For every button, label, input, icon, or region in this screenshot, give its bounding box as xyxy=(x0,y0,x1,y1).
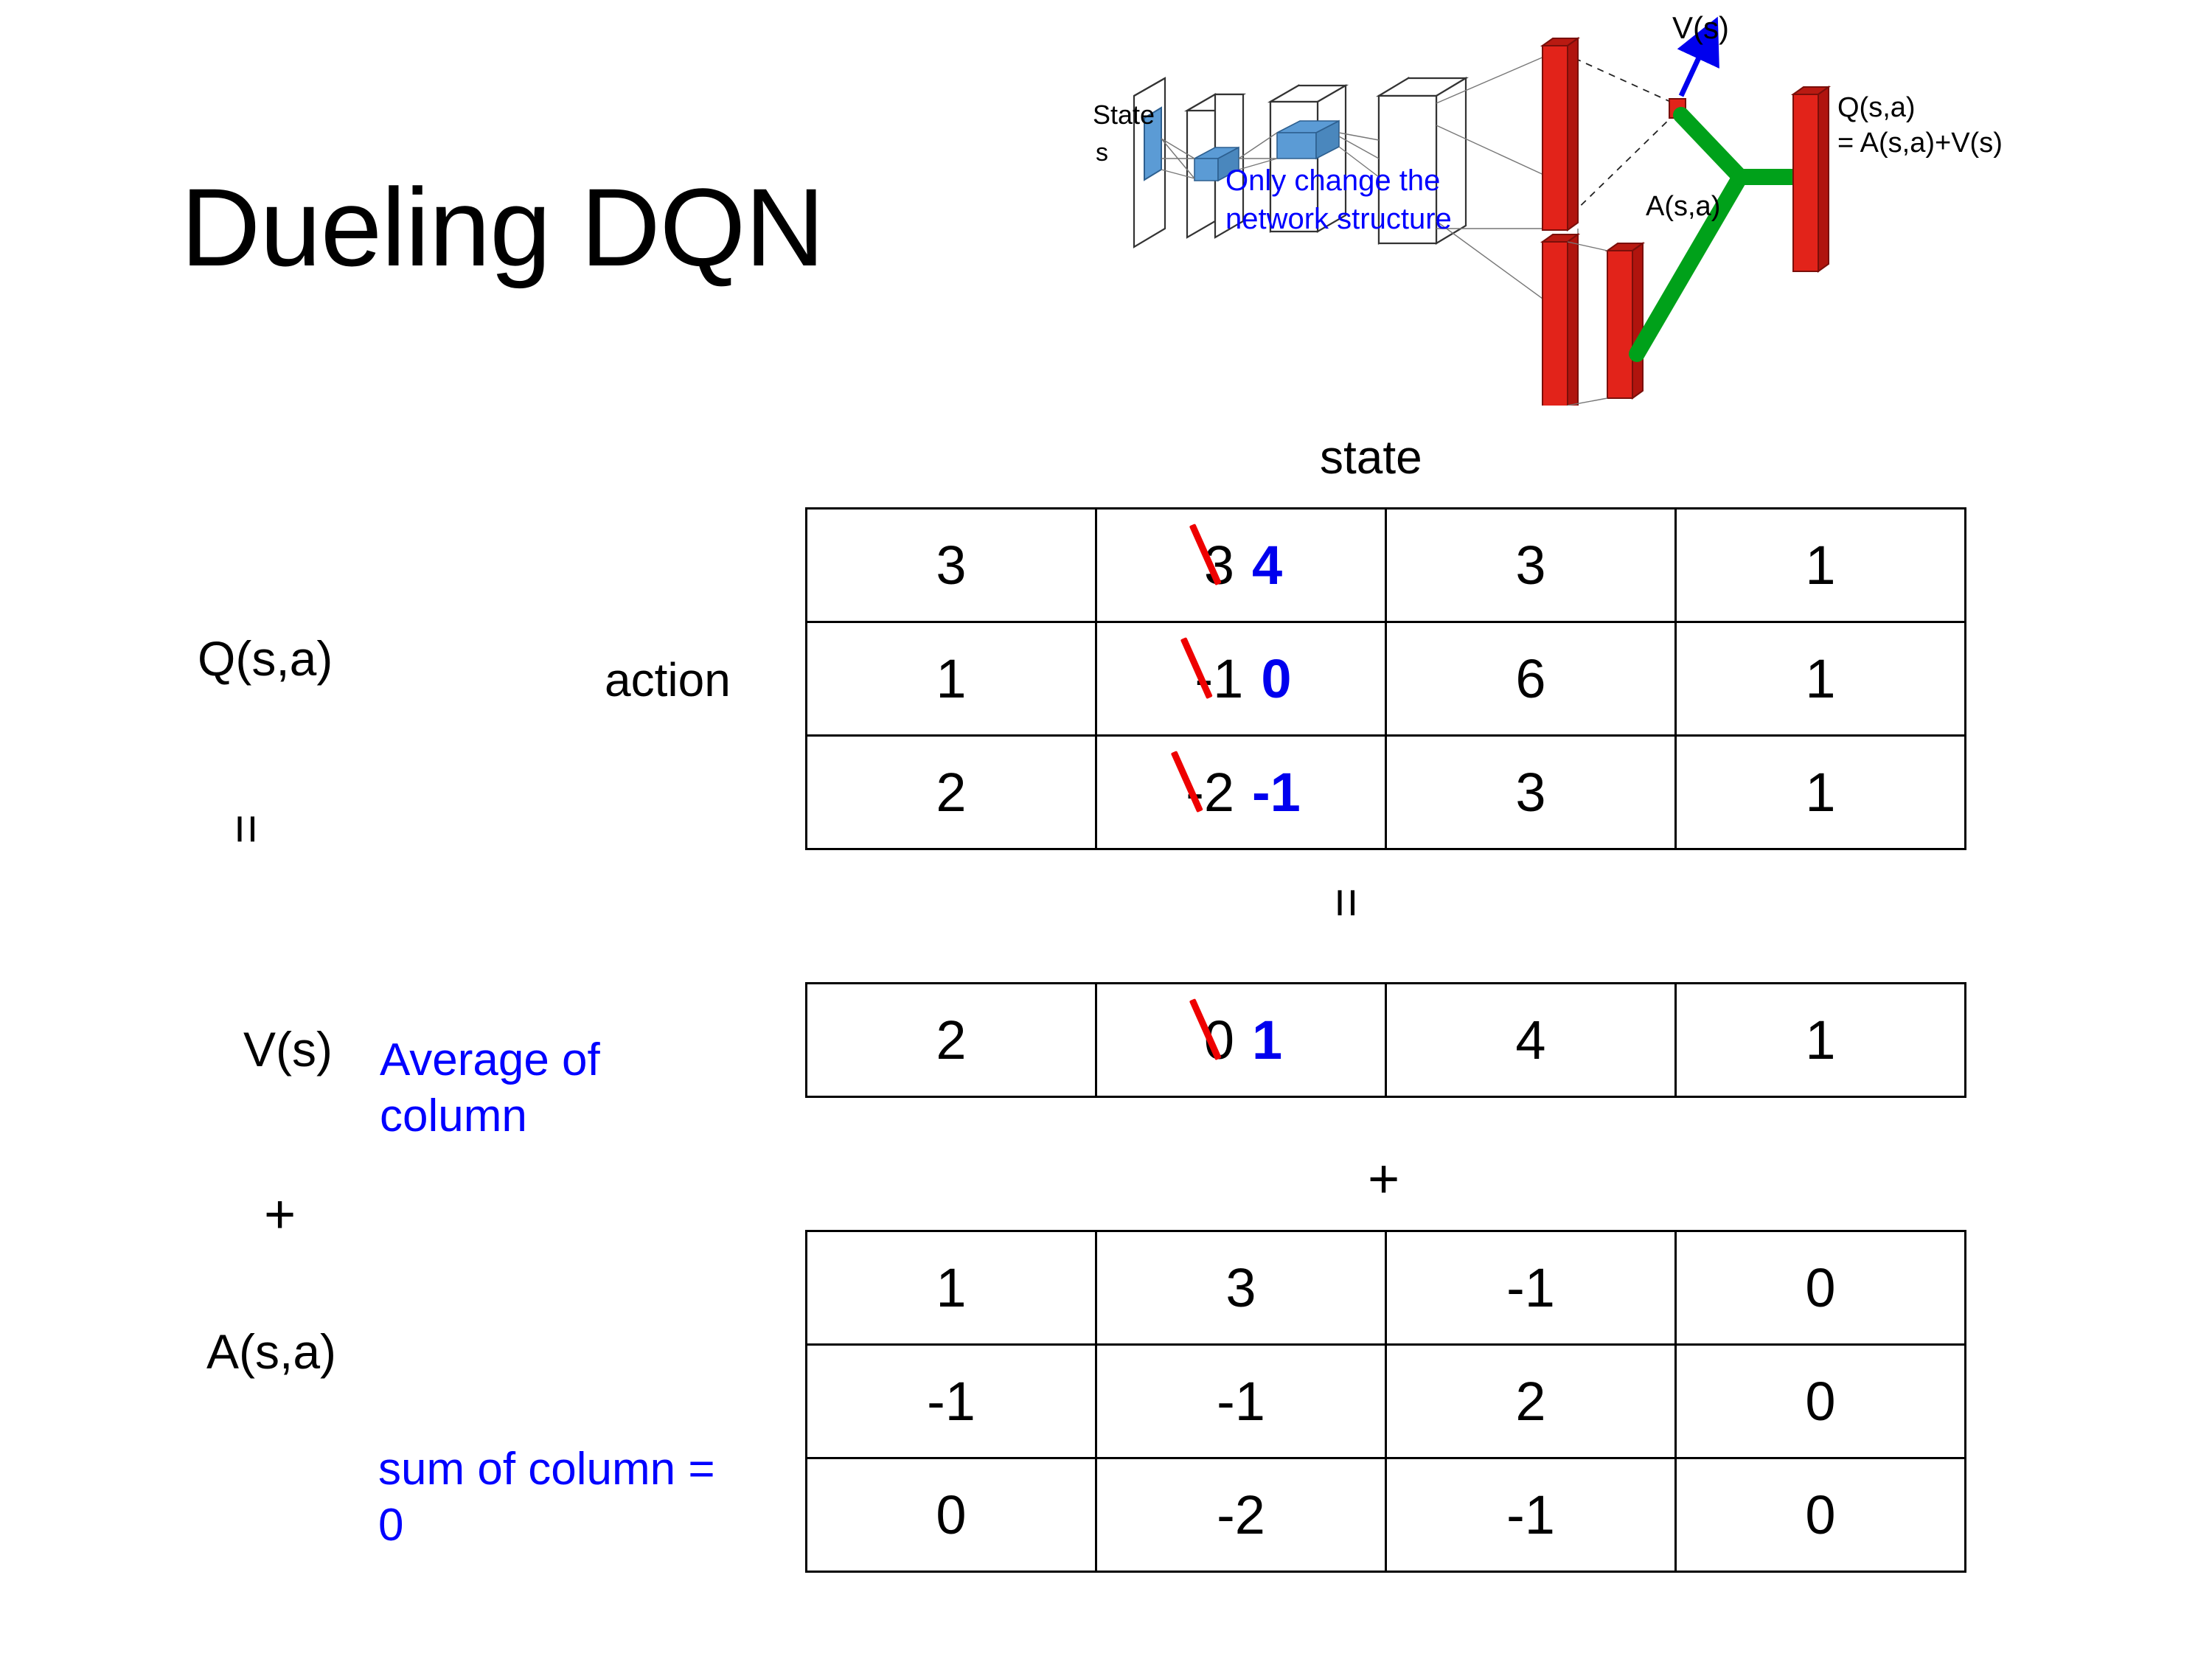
average-of-column-note: Average of column xyxy=(380,1034,600,1141)
table-cell[interactable]: 1 xyxy=(805,1230,1097,1346)
corrected-value: 0 xyxy=(1261,648,1292,709)
cell-value: 3 xyxy=(1515,535,1546,596)
figure-qsa-formula: = A(s,a)+V(s) xyxy=(1837,128,2003,159)
advantage-value-table: 1 3 -1 0 -1 -1 2 0 0 -2 -1 0 xyxy=(805,1230,1966,1573)
table-cell[interactable]: -1 xyxy=(1385,1457,1677,1573)
cell-value: -1 xyxy=(1217,1371,1265,1432)
sum-of-column-note: sum of column = 0 xyxy=(378,1444,715,1551)
cell-value: 1 xyxy=(1805,648,1836,709)
table-cell[interactable]: 0 xyxy=(1674,1457,1966,1573)
page-title: Dueling DQN xyxy=(181,165,825,289)
table-cell[interactable]: 0 xyxy=(1674,1230,1966,1346)
corrected-value: -1 xyxy=(1252,762,1301,823)
cell-value: -2 xyxy=(1217,1484,1265,1545)
table-row: 0 -2 -1 0 xyxy=(805,1457,1966,1573)
figure-qsa-label: Q(s,a) xyxy=(1837,92,1916,123)
table-cell[interactable]: 1 xyxy=(1674,621,1966,737)
figure-caption-line2: network structure xyxy=(1225,203,1452,235)
cell-value: 2 xyxy=(1515,1371,1546,1432)
cell-value: 0 xyxy=(1805,1257,1836,1318)
table-cell[interactable]: -1 xyxy=(805,1343,1097,1459)
table-cell[interactable]: 4 xyxy=(1385,982,1677,1098)
cell-value: 3 xyxy=(1515,762,1546,823)
cell-value: 3 xyxy=(936,535,967,596)
v-function-label: V(s) xyxy=(243,1022,333,1077)
plus-sign-left: + xyxy=(264,1183,296,1245)
table-cell[interactable]: 2 xyxy=(805,734,1097,850)
cell-value: 1 xyxy=(1805,1009,1836,1071)
dueling-network-figure: V(s) Q(s,a) = A(s,a)+V(s) A(s,a) State s… xyxy=(1091,7,2197,406)
equals-sign-left: = xyxy=(218,814,276,844)
cell-value: 0 xyxy=(1805,1371,1836,1432)
table-cell[interactable]: 3 xyxy=(1095,1230,1387,1346)
figure-state-sublabel: s xyxy=(1096,139,1108,167)
cell-value: 1 xyxy=(936,648,967,709)
cell-value: 6 xyxy=(1515,648,1546,709)
equals-sign-middle: = xyxy=(1318,888,1376,918)
cell-value: -1 xyxy=(1506,1257,1555,1318)
corrected-value: 4 xyxy=(1252,535,1283,596)
table-cell[interactable]: -2-1 xyxy=(1095,734,1387,850)
table-row: 2 -2-1 3 1 xyxy=(805,734,1966,850)
plus-sign-middle: + xyxy=(1368,1148,1400,1209)
table-cell[interactable]: -1 xyxy=(1385,1230,1677,1346)
table-row: 1 3 -1 0 xyxy=(805,1230,1966,1346)
table-cell[interactable]: 1 xyxy=(805,621,1097,737)
table-cell[interactable]: 2 xyxy=(805,982,1097,1098)
cell-value: -1 xyxy=(1506,1484,1555,1545)
cell-value: 0 xyxy=(1805,1484,1836,1545)
cell-value: 1 xyxy=(1805,762,1836,823)
cell-value: 2 xyxy=(936,1009,967,1071)
struck-value: -1 xyxy=(1191,647,1248,710)
table-cell[interactable]: 1 xyxy=(1674,982,1966,1098)
figure-asa-label: A(s,a) xyxy=(1646,191,1720,222)
cell-value: 4 xyxy=(1515,1009,1546,1071)
table-cell[interactable]: 6 xyxy=(1385,621,1677,737)
action-axis-label: action xyxy=(605,653,731,706)
cell-value: 0 xyxy=(936,1484,967,1545)
table-cell[interactable]: 1 xyxy=(1674,734,1966,850)
cell-value: 3 xyxy=(1225,1257,1256,1318)
corrected-cell: -2-1 xyxy=(1097,761,1385,824)
table-cell[interactable]: 1 xyxy=(1674,507,1966,623)
cell-value: -1 xyxy=(927,1371,975,1432)
table-cell[interactable]: -1 xyxy=(1095,1343,1387,1459)
struck-value: -2 xyxy=(1181,761,1239,824)
state-axis-label: state xyxy=(1320,431,1422,484)
cell-value: 2 xyxy=(936,762,967,823)
table-cell[interactable]: 3 xyxy=(1385,507,1677,623)
corrected-value: 1 xyxy=(1252,1009,1283,1071)
figure-vs-label: V(s) xyxy=(1672,10,1729,45)
table-row: -1 -1 2 0 xyxy=(805,1343,1966,1459)
table-cell[interactable]: 2 xyxy=(1385,1343,1677,1459)
cell-value: 1 xyxy=(936,1257,967,1318)
struck-value: 0 xyxy=(1200,1009,1239,1071)
table-cell[interactable]: 3 xyxy=(1385,734,1677,850)
table-cell[interactable]: 0 xyxy=(1674,1343,1966,1459)
q-function-label: Q(s,a) xyxy=(198,631,333,686)
table-cell[interactable]: 0 xyxy=(805,1457,1097,1573)
a-function-label: A(s,a) xyxy=(206,1324,337,1379)
table-cell[interactable]: 3 xyxy=(805,507,1097,623)
struck-value: 3 xyxy=(1200,534,1239,597)
table-cell[interactable]: -2 xyxy=(1095,1457,1387,1573)
figure-caption-line1: Only change the xyxy=(1225,164,1440,197)
cell-value: 1 xyxy=(1805,535,1836,596)
figure-state-label: State xyxy=(1093,100,1155,130)
